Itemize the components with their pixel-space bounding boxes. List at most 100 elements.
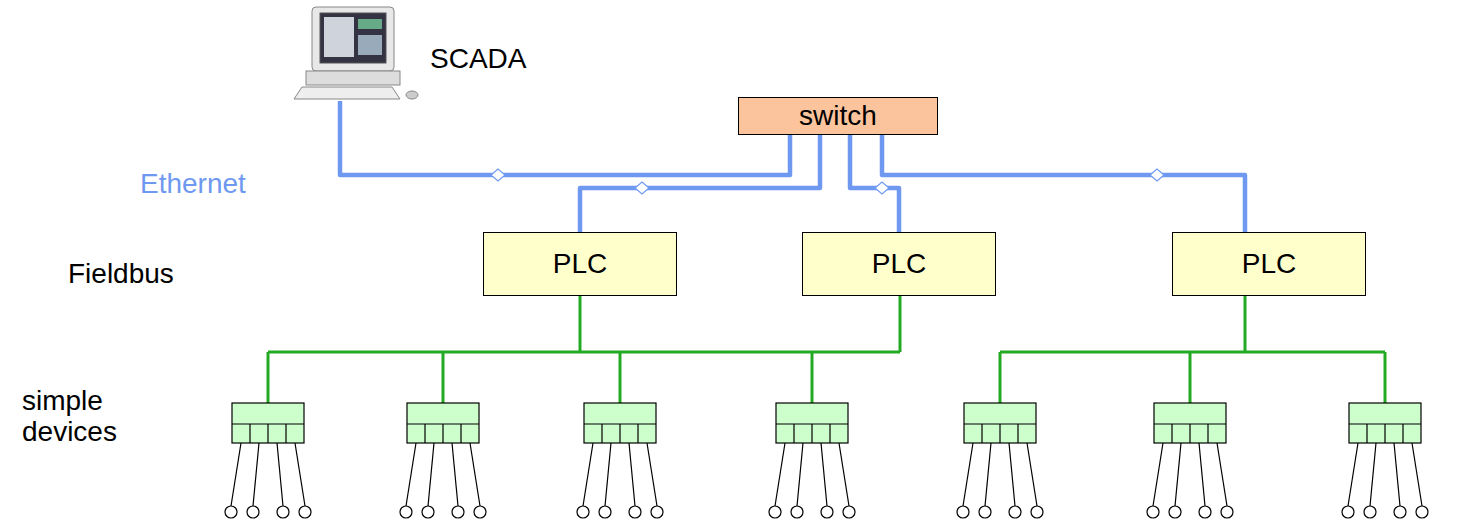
device-wire bbox=[839, 443, 849, 506]
device-wire bbox=[1394, 443, 1400, 506]
io-terminal bbox=[299, 506, 311, 518]
terminal-divider bbox=[285, 424, 286, 443]
io-terminal bbox=[1169, 506, 1181, 518]
terminal-divider bbox=[619, 424, 620, 443]
io-terminal bbox=[791, 506, 803, 518]
io-terminal bbox=[277, 506, 289, 518]
fieldbus-drop bbox=[811, 352, 814, 403]
device-wire bbox=[963, 443, 973, 506]
device-wire bbox=[295, 443, 305, 506]
terminal-divider bbox=[999, 424, 1000, 443]
device-wire bbox=[629, 443, 635, 506]
device-box bbox=[1154, 403, 1226, 443]
fieldbus-drop bbox=[1189, 352, 1192, 403]
terminal-divider bbox=[1384, 424, 1385, 443]
terminal-divider bbox=[442, 424, 443, 443]
terminal-divider bbox=[829, 424, 830, 443]
io-terminal bbox=[1416, 506, 1428, 518]
terminal-divider bbox=[601, 424, 602, 443]
terminal-divider bbox=[424, 424, 425, 443]
io-terminal bbox=[1009, 506, 1021, 518]
io-terminal bbox=[1221, 506, 1233, 518]
device-wire bbox=[231, 443, 241, 506]
io-terminal bbox=[225, 506, 237, 518]
device-wire bbox=[253, 443, 259, 506]
window bbox=[358, 35, 382, 55]
screen bbox=[320, 13, 386, 63]
device-wire bbox=[605, 443, 611, 506]
io-terminal bbox=[957, 506, 969, 518]
terminal-divider bbox=[249, 424, 250, 443]
fieldbus-drop bbox=[1384, 352, 1387, 403]
keyboard bbox=[294, 87, 400, 99]
plc-box: PLC bbox=[802, 232, 996, 296]
device-wire bbox=[775, 443, 785, 506]
io-terminal bbox=[247, 506, 259, 518]
terminal-divider bbox=[637, 424, 638, 443]
terminal-divider bbox=[1366, 424, 1367, 443]
fieldbus-line bbox=[1000, 351, 1385, 354]
node-label: switch bbox=[799, 100, 877, 132]
io-terminal bbox=[422, 506, 434, 518]
io-terminal bbox=[1364, 506, 1376, 518]
device-wire bbox=[428, 443, 434, 506]
device-box bbox=[232, 403, 304, 443]
io-terminal bbox=[1031, 506, 1043, 518]
device-box bbox=[407, 403, 479, 443]
io-terminal bbox=[843, 506, 855, 518]
device-wire bbox=[583, 443, 593, 506]
window bbox=[358, 19, 382, 29]
io-terminal bbox=[979, 506, 991, 518]
io-terminal bbox=[599, 506, 611, 518]
io-terminal bbox=[400, 506, 412, 518]
device-wire bbox=[470, 443, 480, 506]
device-wire bbox=[1217, 443, 1227, 506]
fieldbus-drop bbox=[619, 352, 622, 403]
mouse bbox=[406, 91, 418, 99]
terminal-divider bbox=[460, 424, 461, 443]
terminal-divider bbox=[1017, 424, 1018, 443]
device-wire bbox=[406, 443, 416, 506]
network-label: Ethernet bbox=[140, 168, 246, 200]
ethernet-cable bbox=[580, 135, 820, 232]
device-box bbox=[1349, 403, 1421, 443]
device-wire bbox=[1175, 443, 1181, 506]
ethernet-cable bbox=[340, 101, 790, 175]
cable-connector bbox=[1150, 169, 1164, 181]
monitor bbox=[312, 7, 394, 71]
device-wire bbox=[647, 443, 657, 506]
io-terminal bbox=[452, 506, 464, 518]
io-terminal bbox=[629, 506, 641, 518]
io-terminal bbox=[769, 506, 781, 518]
io-terminal bbox=[1394, 506, 1406, 518]
device-box bbox=[964, 403, 1036, 443]
fieldbus-drop bbox=[267, 352, 270, 403]
io-terminal bbox=[821, 506, 833, 518]
device-wire bbox=[797, 443, 803, 506]
node-label: PLC bbox=[1242, 248, 1296, 280]
fieldbus-drop bbox=[999, 352, 1002, 403]
device-wire bbox=[1153, 443, 1163, 506]
device-wire bbox=[1009, 443, 1015, 506]
terminal-divider bbox=[793, 424, 794, 443]
terminal-divider bbox=[981, 424, 982, 443]
device-wire bbox=[1412, 443, 1422, 506]
device-wire bbox=[821, 443, 827, 506]
cable-connector bbox=[635, 182, 649, 194]
terminal-divider bbox=[1207, 424, 1208, 443]
terminal-divider bbox=[811, 424, 812, 443]
io-terminal bbox=[577, 506, 589, 518]
device-wire bbox=[1027, 443, 1037, 506]
fieldbus-drop bbox=[1244, 296, 1247, 352]
cable-connector bbox=[491, 169, 505, 181]
switch-box: switch bbox=[738, 97, 938, 135]
device-wire bbox=[277, 443, 283, 506]
io-terminal bbox=[1147, 506, 1159, 518]
device-box bbox=[584, 403, 656, 443]
terminal-divider bbox=[1171, 424, 1172, 443]
scada-computer: SCADA bbox=[292, 5, 422, 101]
device-box bbox=[776, 403, 848, 443]
fieldbus-line bbox=[268, 351, 900, 354]
device-wire bbox=[452, 443, 458, 506]
fieldbus-drop bbox=[579, 296, 582, 352]
